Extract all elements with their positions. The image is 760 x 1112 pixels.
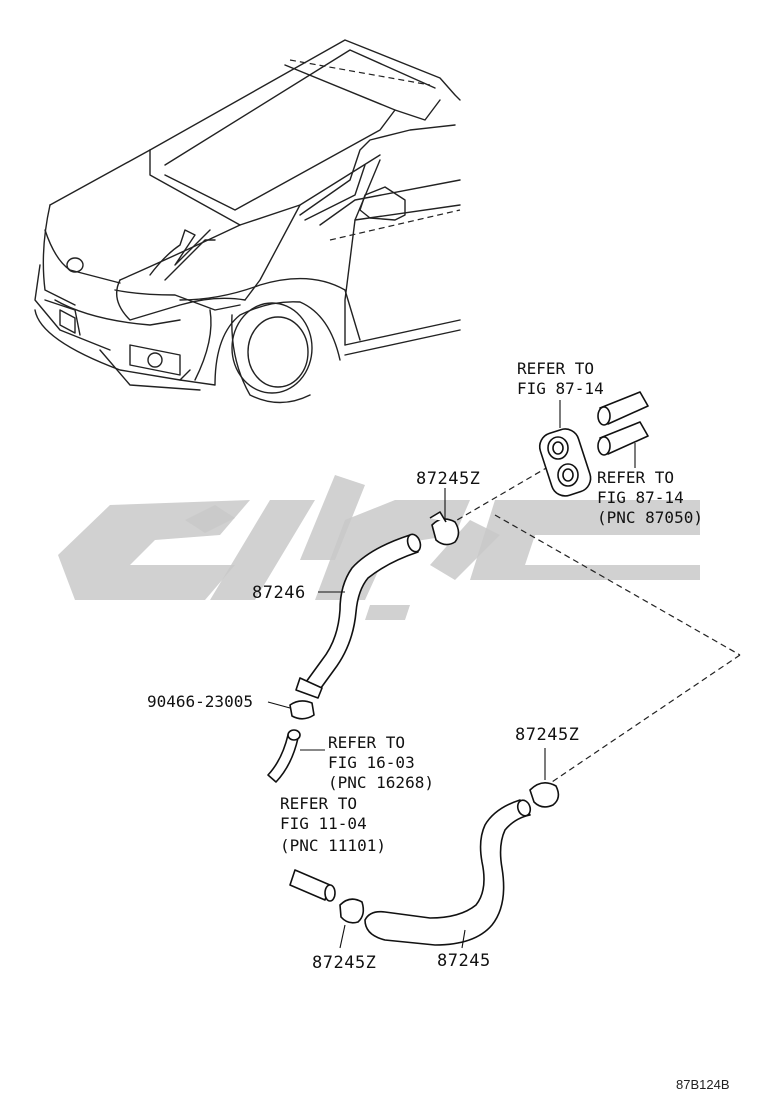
clip-icon <box>289 700 315 720</box>
engine-ref-line1: REFER TO <box>280 794 357 813</box>
routing-line-diagonal <box>494 514 741 656</box>
hose-lower <box>364 799 532 946</box>
hose-clamp-icon <box>529 782 560 808</box>
valve-ref-line1: REFER TO <box>517 359 594 378</box>
diagram-code: 87B124B <box>676 1077 730 1092</box>
routing-line-top <box>439 459 561 531</box>
valve-ref-line2: FIG 87-14 <box>517 379 604 398</box>
clamp-top-label: 87245Z <box>416 469 480 489</box>
engine-ref-line2: FIG 11-04 <box>280 814 367 833</box>
pipes-ref-line2: FIG 87-14 <box>597 488 684 507</box>
water-valve-icon <box>538 428 592 497</box>
engine-pipe <box>289 869 331 901</box>
hose-clamp-icon <box>339 898 365 924</box>
hose-clamp-icon <box>429 511 460 546</box>
heater-ref-line3: (PNC 16268) <box>328 773 434 792</box>
pipe-pair-icon <box>597 391 649 456</box>
clamp-bottom-label: 87245Z <box>312 953 376 973</box>
engine-ref-line3: (PNC 11101) <box>280 836 386 855</box>
routing-line-right <box>539 654 741 791</box>
hose-lower-label: 87245 <box>437 951 491 971</box>
hose-upper-label: 87246 <box>252 583 306 603</box>
heater-pipe <box>267 734 299 783</box>
heater-ref-line2: FIG 16-03 <box>328 753 415 772</box>
hose-upper <box>295 533 422 699</box>
heater-ref-line1: REFER TO <box>328 733 405 752</box>
pipes-ref-line1: REFER TO <box>597 468 674 487</box>
clip-part-label: 90466-23005 <box>147 692 253 711</box>
clamp-right-label: 87245Z <box>515 725 579 745</box>
vehicle-outline-icon <box>34 39 461 404</box>
pipes-ref-line3: (PNC 87050) <box>597 508 703 527</box>
